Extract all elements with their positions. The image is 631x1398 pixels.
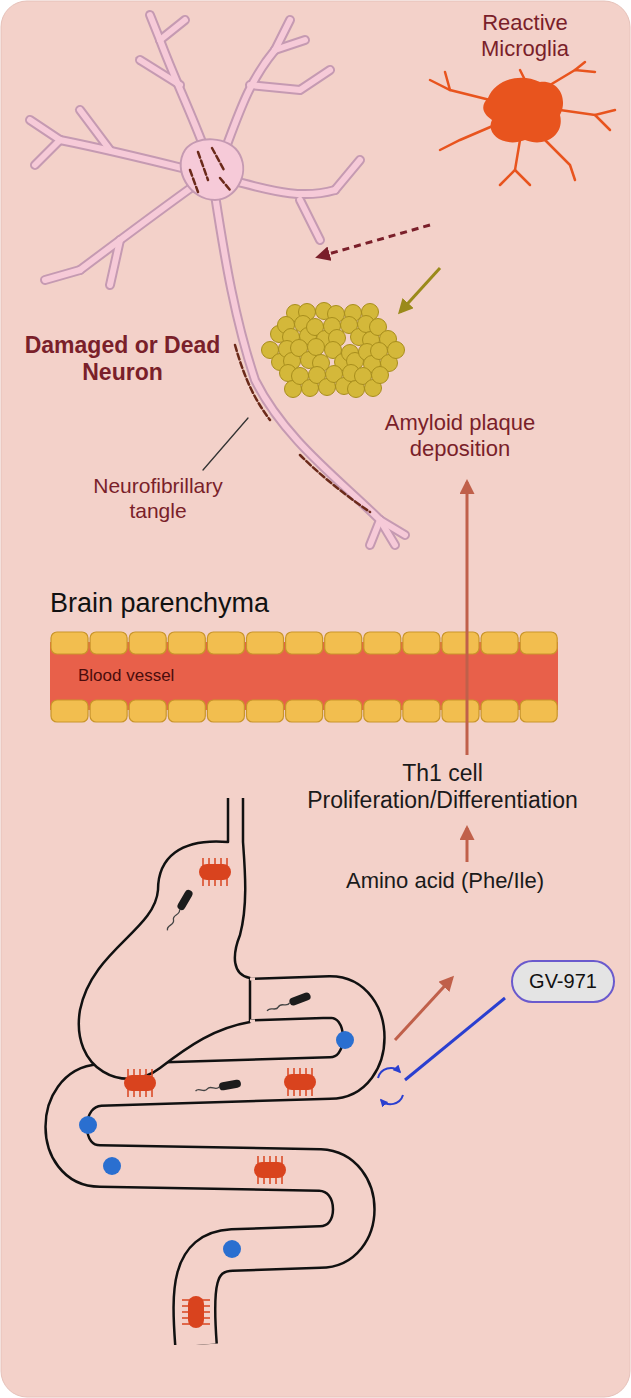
node-text: Blood vessel: [78, 666, 558, 686]
arrow: [400, 268, 440, 312]
metabolite-label: Amino acid (Phe/Ile): [300, 868, 590, 894]
arrow: [466, 482, 469, 755]
amyloid-plaque: [262, 303, 405, 398]
process-label: Th1 cell Proliferation/Differentiation: [270, 760, 615, 814]
arrow: [405, 998, 505, 1080]
blood-vessel: [50, 632, 558, 722]
drug-box: GV-971: [511, 960, 615, 1003]
arrow: [395, 978, 452, 1040]
cycle-arrows: [378, 1068, 403, 1104]
leader-line: [203, 418, 248, 470]
region-label: Brain parenchyma: [50, 588, 380, 620]
cell-label: Damaged or Dead Neuron: [20, 332, 225, 386]
gut: [66, 798, 364, 1351]
vessel-band: Blood vessel: [50, 630, 558, 722]
arrow: [466, 828, 469, 862]
microglia: [430, 62, 615, 185]
dashed-arrow: [318, 225, 430, 257]
node-text: GV-971: [529, 970, 597, 993]
bacteria: [79, 858, 354, 1328]
cell-label: Reactive Microglia: [440, 10, 610, 62]
structure-label: Amyloid plaque deposition: [340, 410, 580, 462]
structure-label: Neurofibrillary tangle: [78, 474, 238, 524]
neuron: [30, 15, 405, 545]
